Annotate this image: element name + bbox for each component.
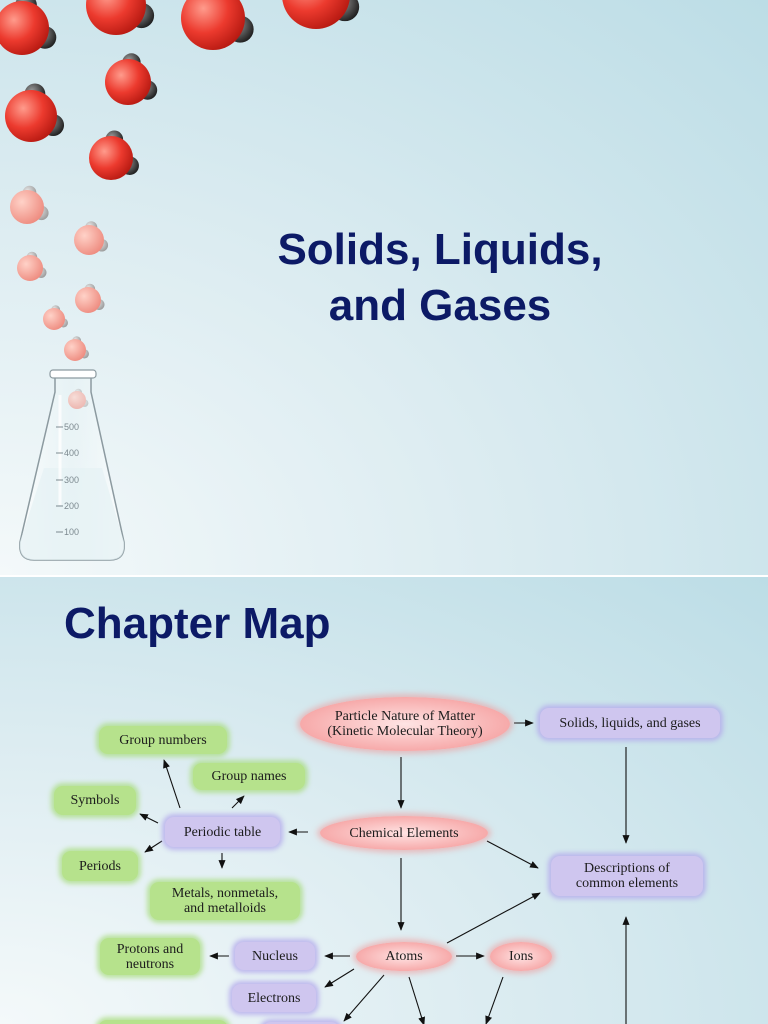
water-molecule-icon bbox=[75, 283, 105, 313]
node-symbols: Symbols bbox=[54, 786, 136, 815]
water-molecule-icon bbox=[86, 0, 155, 35]
node-descriptions: Descriptions of common elements bbox=[551, 856, 703, 896]
flask-mark-label: 500 bbox=[64, 422, 79, 432]
node-chemical-elements: Chemical Elements bbox=[320, 816, 488, 850]
node-protons-line2: neutrons bbox=[125, 956, 175, 972]
arrow-elements-to-descriptions bbox=[486, 840, 539, 869]
arrow-periodic-to-groupnames bbox=[231, 795, 245, 809]
arrow-atoms-down-left bbox=[343, 974, 385, 1022]
chapter-map-title: Chapter Map bbox=[64, 599, 331, 648]
water-molecule-icon bbox=[105, 53, 158, 105]
flask-mark-label: 100 bbox=[64, 527, 79, 537]
node-periodic-table: Periodic table bbox=[165, 817, 280, 847]
node-nucleus: Nucleus bbox=[235, 942, 315, 970]
node-descriptions-line2: common elements bbox=[575, 876, 679, 891]
node-metals-line2: and metalloids bbox=[183, 901, 267, 916]
node-electrons: Electrons bbox=[232, 984, 316, 1012]
node-protons-neutrons: Protons and neutrons bbox=[100, 938, 200, 975]
node-metals-nonmetals-metalloids: Metals, nonmetals, and metalloids bbox=[150, 882, 300, 920]
arrow-atoms-down-center bbox=[408, 976, 425, 1024]
erlenmeyer-flask-icon: 500 400 300 200 100 bbox=[19, 369, 125, 561]
water-molecule-icon bbox=[89, 130, 139, 180]
concept-map-arrows bbox=[139, 719, 630, 1024]
flask-mark-label: 400 bbox=[64, 448, 79, 458]
node-descriptions-line1: Descriptions of bbox=[584, 861, 670, 876]
arrow-periodic-to-symbols bbox=[139, 813, 159, 824]
arrow-periodic-to-groupnumbers bbox=[163, 759, 181, 809]
node-partial-left bbox=[98, 1020, 228, 1024]
chapter-map-slide: Chapter Map bbox=[0, 577, 768, 1024]
arrow-atoms-to-descriptions bbox=[446, 892, 541, 944]
node-particle-nature: Particle Nature of Matter (Kinetic Molec… bbox=[300, 697, 510, 751]
water-molecule-icon bbox=[282, 0, 360, 29]
water-molecule-icon bbox=[74, 221, 109, 255]
node-particle-nature-line2: (Kinetic Molecular Theory) bbox=[327, 724, 483, 739]
slide-title-line2: and Gases bbox=[328, 281, 552, 330]
water-molecule-icon bbox=[43, 305, 68, 330]
node-metals-line1: Metals, nonmetals, bbox=[171, 886, 279, 901]
node-group-numbers: Group numbers bbox=[99, 726, 227, 754]
molecules-and-flask-art: 500 400 300 200 100 bbox=[0, 0, 360, 561]
slide-title-line1: Solids, Liquids, bbox=[277, 225, 603, 274]
node-ions: Ions bbox=[490, 942, 552, 971]
slide-separator bbox=[0, 575, 768, 577]
node-atoms: Atoms bbox=[356, 942, 452, 971]
arrow-periodic-to-periods bbox=[144, 840, 163, 853]
water-molecule-icon bbox=[64, 336, 89, 361]
node-group-names: Group names bbox=[193, 763, 305, 790]
water-molecule-icon bbox=[0, 0, 57, 55]
title-slide: 500 400 300 200 100 Solids, Liquids, and Gas… bbox=[0, 0, 768, 575]
node-particle-nature-line1: Particle Nature of Matter bbox=[334, 709, 476, 724]
node-protons-line1: Protons and bbox=[116, 941, 184, 957]
flask-mark-label: 200 bbox=[64, 501, 79, 511]
arrow-atoms-to-electrons bbox=[324, 968, 355, 988]
arrow-ions-down bbox=[485, 976, 504, 1024]
water-molecule-icon bbox=[17, 251, 47, 281]
water-molecule-icon bbox=[10, 185, 49, 224]
water-molecule-icon bbox=[5, 83, 65, 142]
node-periods: Periods bbox=[62, 851, 138, 881]
flask-mark-label: 300 bbox=[64, 475, 79, 485]
water-molecule-icon bbox=[0, 0, 360, 409]
node-partial-center bbox=[262, 1022, 340, 1024]
water-molecule-icon bbox=[181, 0, 254, 50]
node-solids-liquids-gases: Solids, liquids, and gases bbox=[540, 708, 720, 738]
